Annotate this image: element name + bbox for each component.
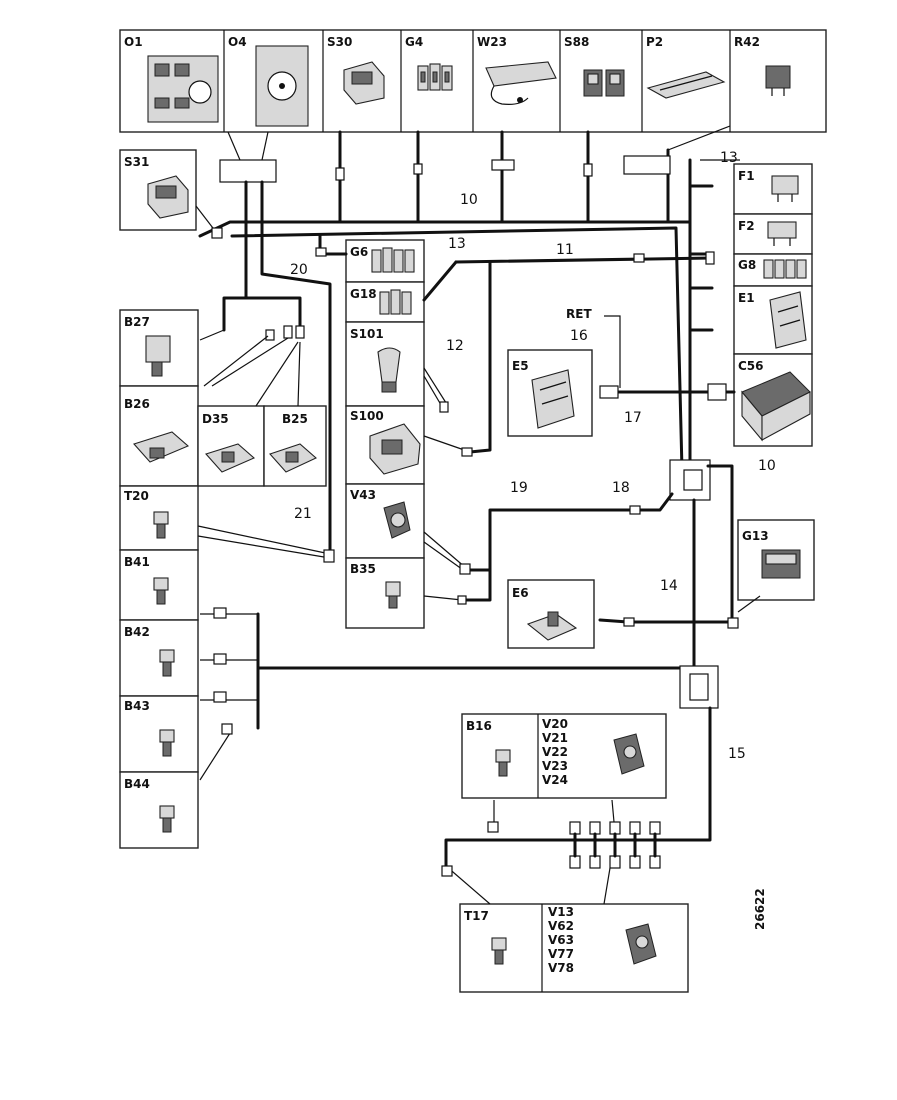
harness-19: 19 <box>510 480 528 496</box>
component-s88: S88 <box>564 35 625 97</box>
valve-v63: V63 <box>548 933 574 947</box>
label-b35: B35 <box>350 562 376 576</box>
component-o1: O1 <box>124 35 219 123</box>
component-p2: P2 <box>646 35 726 99</box>
label-e6: E6 <box>512 586 529 600</box>
harness-13-center: 13 <box>448 236 466 252</box>
harness-15: 15 <box>728 746 746 762</box>
component-e6: E6 <box>507 579 595 649</box>
component-s31: S31 <box>119 149 197 231</box>
harness-11: 11 <box>556 242 574 258</box>
component-r42: R42 <box>734 35 791 96</box>
label-t20: T20 <box>124 489 149 503</box>
lower-valve-group-upper: B16 V20 V21 V22 V23 V24 <box>461 713 667 799</box>
label-b42: B42 <box>124 625 150 639</box>
component-w23: W23 <box>477 35 557 105</box>
label-s30: S30 <box>327 35 352 49</box>
component-g4: G4 <box>405 35 453 91</box>
component-o4: O4 <box>228 35 309 127</box>
label-b26: B26 <box>124 397 150 411</box>
valve-v24: V24 <box>542 773 568 787</box>
label-b43: B43 <box>124 699 150 713</box>
valve-v20: V20 <box>542 717 568 731</box>
harness-14: 14 <box>660 578 678 594</box>
label-g18: G18 <box>350 287 377 301</box>
harness-16: 16 <box>570 328 588 344</box>
valve-v23: V23 <box>542 759 568 773</box>
harness-21: 21 <box>294 506 312 522</box>
label-w23: W23 <box>477 35 507 49</box>
label-g8: G8 <box>738 258 756 272</box>
left-sensor-column: B27 B26 D35 B25 T20 B41 B42 B43 B44 <box>119 309 327 849</box>
harness-13-right: 13 <box>720 150 738 166</box>
valve-connectors <box>569 821 661 869</box>
component-s30: S30 <box>327 35 385 105</box>
harness-20: 20 <box>290 262 308 278</box>
label-f1: F1 <box>738 169 755 183</box>
wiring-harness <box>195 125 761 905</box>
harness-numbers: 10 13 13 11 12 16 RET 17 18 19 10 14 15 … <box>290 150 776 762</box>
component-e5: E5 <box>507 349 593 437</box>
label-b16: B16 <box>466 719 492 733</box>
label-e5: E5 <box>512 359 529 373</box>
valve-v78: V78 <box>548 961 574 975</box>
valve-v21: V21 <box>542 731 568 745</box>
label-o4: O4 <box>228 35 247 49</box>
harness-17: 17 <box>624 410 642 426</box>
label-s101: S101 <box>350 327 384 341</box>
label-d35: D35 <box>202 412 229 426</box>
label-o1: O1 <box>124 35 143 49</box>
label-f2: F2 <box>738 219 755 233</box>
label-b41: B41 <box>124 555 150 569</box>
harness-10-top: 10 <box>460 192 478 208</box>
label-t17: T17 <box>464 909 489 923</box>
valve-v22: V22 <box>542 745 568 759</box>
label-ret: RET <box>566 307 592 321</box>
harness-12: 12 <box>446 338 464 354</box>
lower-valve-group-lower: T17 V13 V62 V63 V77 V78 <box>459 903 689 993</box>
label-e1: E1 <box>738 291 755 305</box>
label-b25: B25 <box>282 412 308 426</box>
label-g6: G6 <box>350 245 368 259</box>
label-g13: G13 <box>742 529 769 543</box>
valve-v13: V13 <box>548 905 574 919</box>
label-s100: S100 <box>350 409 384 423</box>
label-s88: S88 <box>564 35 589 49</box>
center-left-column: G6 G18 S101 S100 V43 B35 <box>345 239 425 629</box>
label-b27: B27 <box>124 315 150 329</box>
label-c56: C56 <box>738 359 764 373</box>
harness-10-right: 10 <box>758 458 776 474</box>
label-g4: G4 <box>405 35 423 49</box>
harness-18: 18 <box>612 480 630 496</box>
drawing-number: 26622 <box>753 888 767 930</box>
valve-v62: V62 <box>548 919 574 933</box>
valve-v77: V77 <box>548 947 574 961</box>
label-s31: S31 <box>124 155 149 169</box>
label-p2: P2 <box>646 35 663 49</box>
component-g13: G13 <box>737 519 815 601</box>
fuse-column: F1 F2 G8 E1 C56 <box>733 163 813 447</box>
label-r42: R42 <box>734 35 760 49</box>
label-b44: B44 <box>124 777 150 791</box>
label-v43: V43 <box>350 488 376 502</box>
